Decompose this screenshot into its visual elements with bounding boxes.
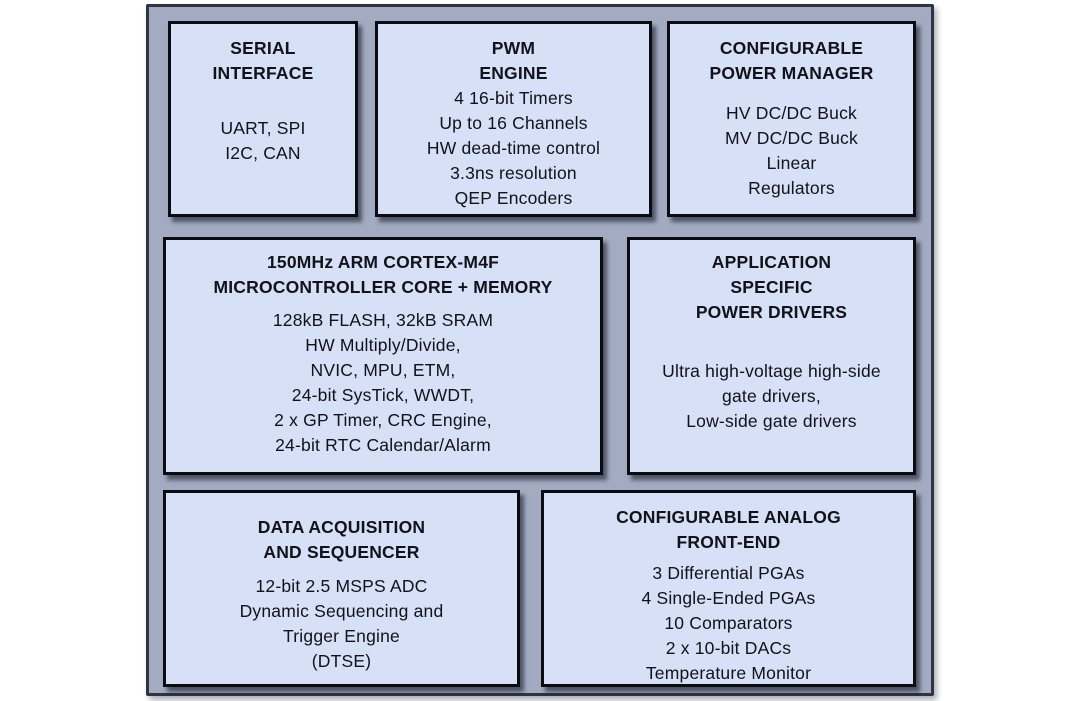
block-configurable-analog-front-end: CONFIGURABLE ANALOG FRONT-END 3 Differen… <box>541 490 916 687</box>
block-body: HV DC/DC Buck MV DC/DC Buck Linear Regul… <box>725 103 858 198</box>
block-title: APPLICATION SPECIFIC POWER DRIVERS <box>695 252 848 322</box>
block-title: 150MHz ARM CORTEX-M4F MICROCONTROLLER CO… <box>213 252 553 297</box>
block-title: SERIAL INTERFACE <box>212 38 314 83</box>
block-title: CONFIGURABLE POWER MANAGER <box>709 38 874 83</box>
block-body: 12-bit 2.5 MSPS ADC Dynamic Sequencing a… <box>239 576 444 671</box>
block-title: CONFIGURABLE ANALOG FRONT-END <box>616 507 841 552</box>
block-application-specific-power-drivers: APPLICATION SPECIFIC POWER DRIVERS Ultra… <box>627 237 916 475</box>
block-microcontroller-core-memory: 150MHz ARM CORTEX-M4F MICROCONTROLLER CO… <box>163 237 603 475</box>
block-data-acquisition-and-sequencer: DATA ACQUISITION AND SEQUENCER 12-bit 2.… <box>163 490 520 687</box>
block-body: Ultra high-voltage high-side gate driver… <box>662 361 881 431</box>
block-body: UART, SPI I2C, CAN <box>220 118 306 163</box>
block-body: 128kB FLASH, 32kB SRAM HW Multiply/Divid… <box>272 310 494 455</box>
block-pwm-engine: PWM ENGINE 4 16-bit Timers Up to 16 Chan… <box>375 21 652 217</box>
soc-block-diagram-panel: SERIAL INTERFACE UART, SPI I2C, CAN PWM … <box>146 4 934 696</box>
block-body: 4 16-bit Timers Up to 16 Channels HW dea… <box>426 88 601 208</box>
block-title: DATA ACQUISITION AND SEQUENCER <box>257 517 426 562</box>
block-body: 3 Differential PGAs 4 Single-Ended PGAs … <box>641 563 816 683</box>
block-configurable-power-manager: CONFIGURABLE POWER MANAGER HV DC/DC Buck… <box>667 21 916 217</box>
block-title: PWM ENGINE <box>479 38 548 83</box>
block-serial-interface: SERIAL INTERFACE UART, SPI I2C, CAN <box>168 21 358 217</box>
